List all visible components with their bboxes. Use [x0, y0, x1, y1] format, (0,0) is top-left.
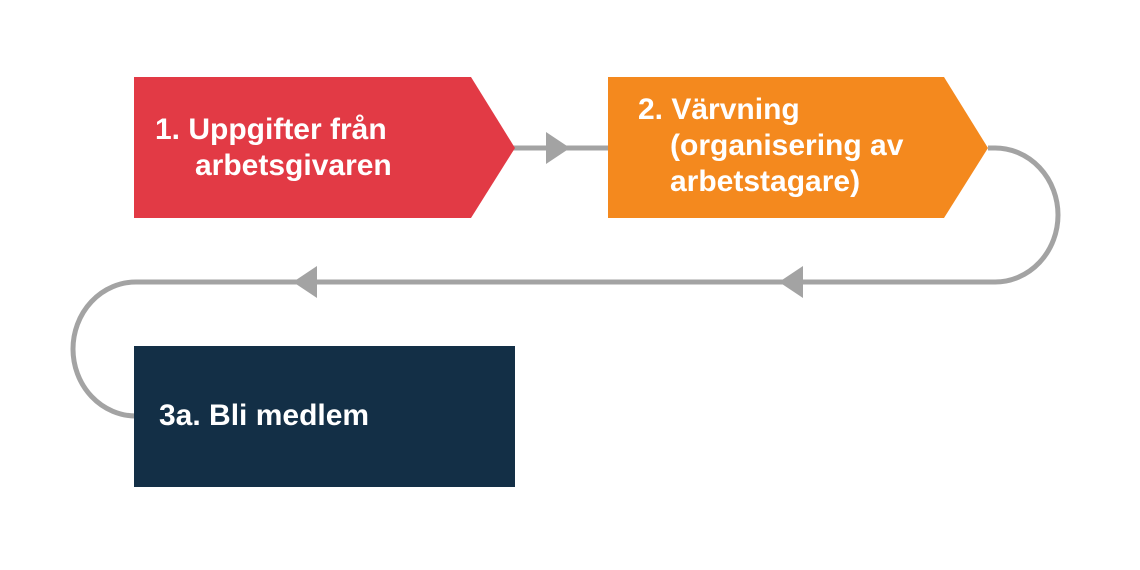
step-1-box [134, 77, 515, 218]
step-3a-box [134, 346, 515, 487]
step-1-label: 1. Uppgifter från arbetsgivaren [155, 112, 392, 184]
step-2-label-line-1: 2. Värvning [638, 93, 800, 126]
step-1-label-line-1: 1. Uppgifter från [155, 113, 387, 146]
step-2-label: 2. Värvning (organisering av arbetstagar… [638, 92, 903, 200]
step-3a-label-line-1: 3a. Bli medlem [159, 399, 370, 432]
step-2-label-line-3: arbetstagare) [670, 165, 861, 198]
arrowheads [293, 132, 803, 298]
step-3a-label: 3a. Bli medlem [159, 398, 369, 434]
step-2-label-line-2: (organisering av [670, 129, 904, 162]
arrowhead-left-icon [779, 266, 803, 298]
connector-step2-loop-right [70, 145, 1061, 419]
arrowhead-right-icon [546, 132, 570, 164]
step-1-label-line-2: arbetsgivaren [195, 149, 392, 182]
arrowhead-left-icon [293, 266, 317, 298]
step-2-box [608, 77, 988, 218]
